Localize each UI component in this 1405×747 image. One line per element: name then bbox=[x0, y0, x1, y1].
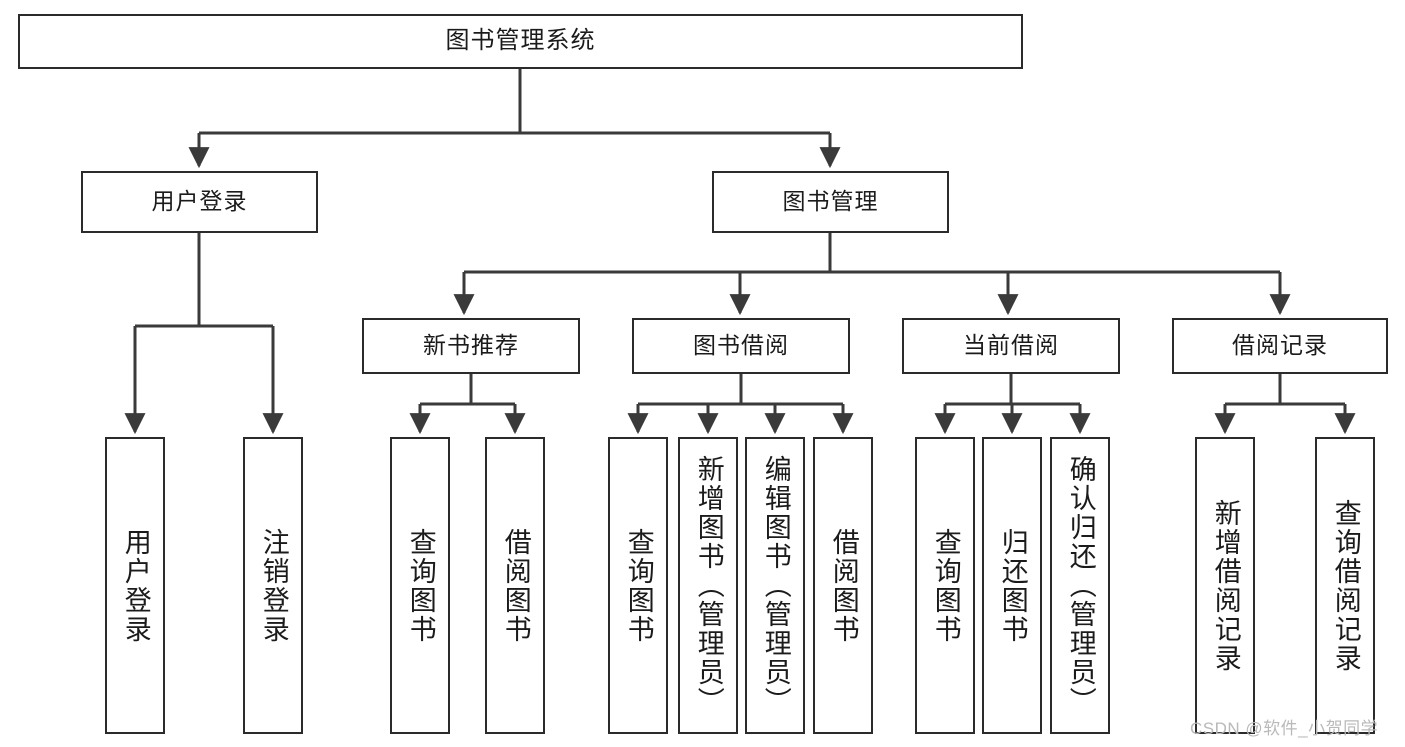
csdn-watermark: CSDN @软件_小贺同学 bbox=[1190, 719, 1379, 738]
node-leaf-user-login[interactable]: 用户登录 bbox=[105, 437, 165, 734]
edge-group-root bbox=[188, 69, 841, 169]
node-current-borrow[interactable]: 当前借阅 bbox=[902, 318, 1120, 374]
edge-group-user-login bbox=[124, 233, 284, 435]
node-leaf-query-book-borrow-label: 查询图书 bbox=[623, 527, 654, 644]
node-leaf-query-book-recommend[interactable]: 查询图书 bbox=[390, 437, 450, 734]
edge-group-book-borrow bbox=[627, 374, 854, 435]
node-new-book-recommend[interactable]: 新书推荐 bbox=[362, 318, 580, 374]
node-leaf-add-book-admin-label: 新增图书（管理员） bbox=[693, 455, 724, 716]
node-leaf-query-book-current-label: 查询图书 bbox=[930, 527, 961, 644]
node-leaf-return-book[interactable]: 归还图书 bbox=[982, 437, 1042, 734]
node-leaf-borrow-book-recommend-label: 借阅图书 bbox=[500, 527, 531, 644]
node-borrow-record-label: 借阅记录 bbox=[1232, 332, 1328, 359]
node-leaf-borrow-book-recommend[interactable]: 借阅图书 bbox=[485, 437, 545, 734]
node-user-login[interactable]: 用户登录 bbox=[81, 171, 318, 233]
edge-group-book-manage bbox=[453, 233, 1291, 316]
node-leaf-confirm-return-admin[interactable]: 确认归还（管理员） bbox=[1050, 437, 1110, 734]
node-leaf-query-borrow-record[interactable]: 查询借阅记录 bbox=[1315, 437, 1375, 734]
node-leaf-borrow-book-label: 借阅图书 bbox=[828, 527, 859, 644]
node-root-label: 图书管理系统 bbox=[445, 27, 596, 55]
node-leaf-edit-book-admin-label: 编辑图书（管理员） bbox=[760, 455, 791, 716]
edge-group-current-borrow bbox=[934, 374, 1091, 435]
node-book-manage-label: 图书管理 bbox=[782, 188, 879, 215]
node-new-book-recommend-label: 新书推荐 bbox=[423, 332, 519, 359]
node-leaf-query-book-borrow[interactable]: 查询图书 bbox=[608, 437, 668, 734]
node-book-borrow-label: 图书借阅 bbox=[693, 332, 789, 359]
node-leaf-confirm-return-admin-label: 确认归还（管理员） bbox=[1065, 455, 1096, 716]
node-leaf-user-login-label: 用户登录 bbox=[120, 527, 151, 644]
node-leaf-add-borrow-record[interactable]: 新增借阅记录 bbox=[1195, 437, 1255, 734]
edge-group-borrow-record bbox=[1214, 374, 1356, 435]
node-leaf-query-borrow-record-label: 查询借阅记录 bbox=[1330, 498, 1361, 673]
node-leaf-return-book-label: 归还图书 bbox=[997, 527, 1028, 644]
node-book-manage[interactable]: 图书管理 bbox=[712, 171, 949, 233]
node-leaf-borrow-book[interactable]: 借阅图书 bbox=[813, 437, 873, 734]
node-user-login-label: 用户登录 bbox=[151, 188, 248, 215]
node-leaf-logout-login[interactable]: 注销登录 bbox=[243, 437, 303, 734]
node-leaf-query-book-current[interactable]: 查询图书 bbox=[915, 437, 975, 734]
edge-group-new-book-recommend bbox=[409, 374, 526, 435]
node-leaf-logout-login-label: 注销登录 bbox=[258, 527, 289, 644]
node-leaf-query-book-recommend-label: 查询图书 bbox=[405, 527, 436, 644]
node-book-borrow[interactable]: 图书借阅 bbox=[632, 318, 850, 374]
node-leaf-add-borrow-record-label: 新增借阅记录 bbox=[1210, 498, 1241, 673]
node-leaf-add-book-admin[interactable]: 新增图书（管理员） bbox=[678, 437, 738, 734]
node-root[interactable]: 图书管理系统 bbox=[18, 14, 1023, 69]
node-current-borrow-label: 当前借阅 bbox=[963, 332, 1059, 359]
node-borrow-record[interactable]: 借阅记录 bbox=[1172, 318, 1388, 374]
node-leaf-edit-book-admin[interactable]: 编辑图书（管理员） bbox=[745, 437, 805, 734]
